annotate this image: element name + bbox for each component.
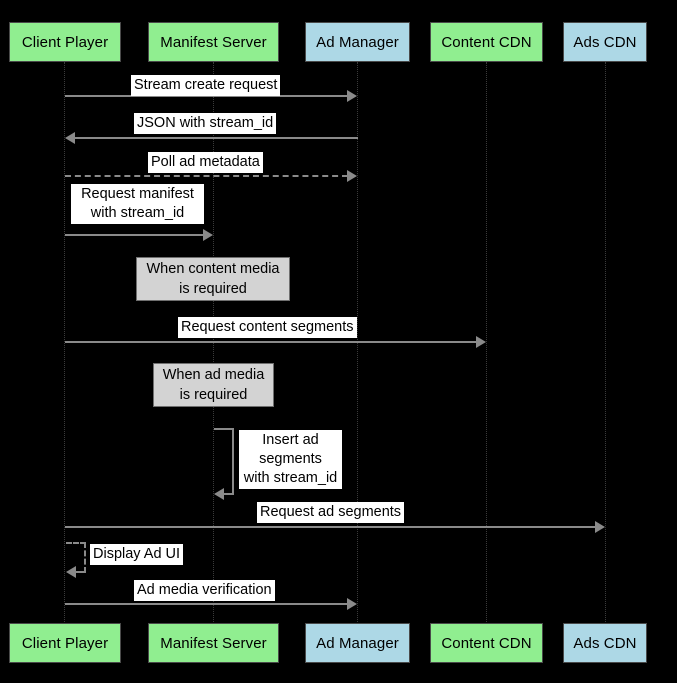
participant-client-player-top[interactable]: Client Player [9,22,121,62]
participant-label: Manifest Server [160,33,267,51]
message-label-ad-media-verification: Ad media verification [134,580,275,601]
arrow-head-request-content-segments [476,336,486,348]
participant-label: Manifest Server [160,634,267,652]
arrow-head-request-ad-segments [595,521,605,533]
self-loop-top-insert-ad-segments [214,428,234,430]
self-loop-bottom-display-ad-ui [76,571,86,573]
participant-ad-manager-top[interactable]: Ad Manager [305,22,410,62]
participant-ads-cdn-top[interactable]: Ads CDN [563,22,647,62]
message-line-stream-create-request [65,95,348,97]
participant-content-cdn-bottom[interactable]: Content CDN [430,623,543,663]
arrow-head-ad-media-verification [347,598,357,610]
arrow-head-stream-create-request [347,90,357,102]
participant-label: Ad Manager [316,33,399,51]
message-label-poll-ad-metadata: Poll ad metadata [148,152,263,173]
message-label-stream-create-request: Stream create request [131,75,281,96]
message-line-ad-media-verification [65,603,348,605]
arrow-head-json-with-stream-id [65,132,75,144]
arrow-head-request-manifest [203,229,213,241]
participant-manifest-server-bottom[interactable]: Manifest Server [148,623,279,663]
participant-label: Ad Manager [316,634,399,652]
participant-label: Client Player [21,634,109,652]
message-line-request-ad-segments [65,526,596,528]
self-loop-bottom-insert-ad-segments [224,493,234,495]
participant-ads-cdn-bottom[interactable]: Ads CDN [563,623,647,663]
message-line-json-with-stream-id [75,137,358,139]
arrow-head-poll-ad-metadata [347,170,357,182]
participant-client-player-bottom[interactable]: Client Player [9,623,121,663]
self-loop-right-display-ad-ui [84,542,86,573]
participant-label: Ads CDN [573,634,637,652]
message-label-request-ad-segments: Request ad segments [257,502,405,523]
message-label-display-ad-ui: Display Ad UI [90,544,184,565]
self-loop-right-insert-ad-segments [232,428,234,495]
participant-label: Client Player [21,33,109,51]
message-label-json-with-stream-id: JSON with stream_id [134,113,277,134]
message-label-request-manifest: Request manifest with stream_id [71,184,204,224]
participant-label: Ads CDN [573,33,637,51]
participant-content-cdn-top[interactable]: Content CDN [430,22,543,62]
message-line-poll-ad-metadata [65,175,348,177]
arrow-head-insert-ad-segments [214,488,224,500]
note-when-ad-media-required: When ad media is required [153,363,274,407]
message-line-request-manifest [65,234,204,236]
message-line-request-content-segments [65,341,477,343]
participant-label: Content CDN [441,634,532,652]
lifeline-client-player [64,62,65,622]
lifeline-ads-cdn [605,62,606,622]
participant-ad-manager-bottom[interactable]: Ad Manager [305,623,410,663]
message-label-request-content-segments: Request content segments [178,317,357,338]
note-when-content-media-required: When content media is required [136,257,290,301]
message-label-insert-ad-segments: Insert ad segments with stream_id [239,430,342,489]
arrow-head-display-ad-ui [66,566,76,578]
self-loop-top-display-ad-ui [66,542,86,544]
lifeline-content-cdn [486,62,487,622]
participant-label: Content CDN [441,33,532,51]
participant-manifest-server-top[interactable]: Manifest Server [148,22,279,62]
